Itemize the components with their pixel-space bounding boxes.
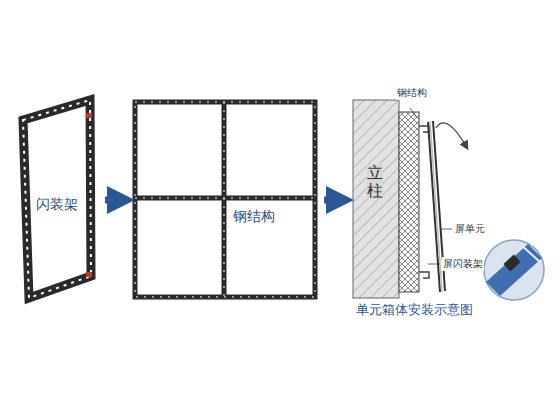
steel-grid-figure — [135, 102, 315, 297]
frame-figure — [23, 100, 92, 298]
callout-label: 屏单元 — [454, 222, 486, 236]
node-label: 闪装架 — [36, 196, 78, 213]
flow-arrow — [105, 197, 121, 204]
caption: 单元箱体安装示意图 — [356, 301, 473, 319]
steel-grid-node: 钢结构 — [133, 100, 317, 299]
flow-arrow — [324, 197, 340, 204]
inset-detail — [484, 240, 544, 300]
node-label: 钢结构 — [233, 208, 275, 225]
node-label: 立柱 — [367, 164, 383, 199]
pillar-node: 立柱 — [352, 100, 400, 299]
callout-label: 屏闪装架 — [442, 257, 484, 271]
callout-label: 钢结构 — [396, 86, 428, 100]
frame-node: 闪装架 — [18, 96, 98, 302]
